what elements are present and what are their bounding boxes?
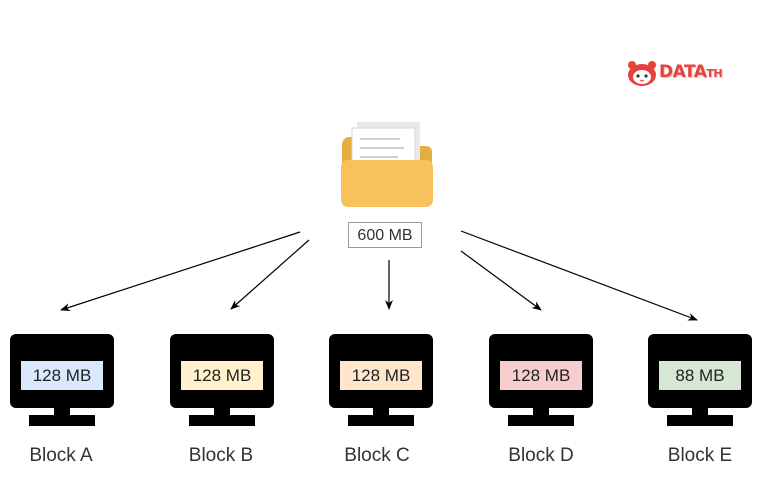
monitor-base — [667, 415, 733, 426]
monitor-base — [29, 415, 95, 426]
arrow-to-block-a — [60, 231, 301, 312]
monitor-base — [189, 415, 255, 426]
monitor-block-b: 128 MB — [170, 334, 274, 426]
monitor-block-a: 128 MB — [10, 334, 114, 426]
block-size-label: 128 MB — [340, 361, 422, 390]
block-size-label: 128 MB — [21, 361, 103, 390]
block-name-c: Block C — [344, 445, 410, 466]
arrows — [60, 230, 698, 321]
logo-wordmark: DATATH — [659, 62, 723, 82]
mascot-icon — [628, 61, 656, 86]
block-size-label: 128 MB — [181, 361, 263, 390]
arrow-to-block-d — [460, 250, 542, 311]
block-size-label: 128 MB — [500, 361, 582, 390]
block-name-a: Block A — [29, 445, 93, 466]
folder-icon — [341, 122, 433, 207]
monitor-stand — [214, 406, 230, 416]
monitor-stand — [533, 406, 549, 416]
block-name-d: Block D — [508, 445, 574, 466]
block-size-label: 88 MB — [659, 361, 741, 390]
block-name-e: Block E — [667, 445, 733, 466]
monitor-stand — [692, 406, 708, 416]
monitor-base — [508, 415, 574, 426]
monitor-base — [348, 415, 414, 426]
monitor-block-e: 88 MB — [648, 334, 752, 426]
block-name-b: Block B — [188, 445, 254, 466]
file-size-label: 600 MB — [348, 222, 422, 248]
monitor-block-d: 128 MB — [489, 334, 593, 426]
monitor-stand — [54, 406, 70, 416]
monitor-block-c: 128 MB — [329, 334, 433, 426]
monitor-stand — [373, 406, 389, 416]
folder-front — [341, 160, 433, 207]
arrow-to-block-b — [230, 239, 310, 310]
arrow-to-block-e — [460, 230, 698, 321]
datath-logo: DATATH — [626, 58, 741, 88]
